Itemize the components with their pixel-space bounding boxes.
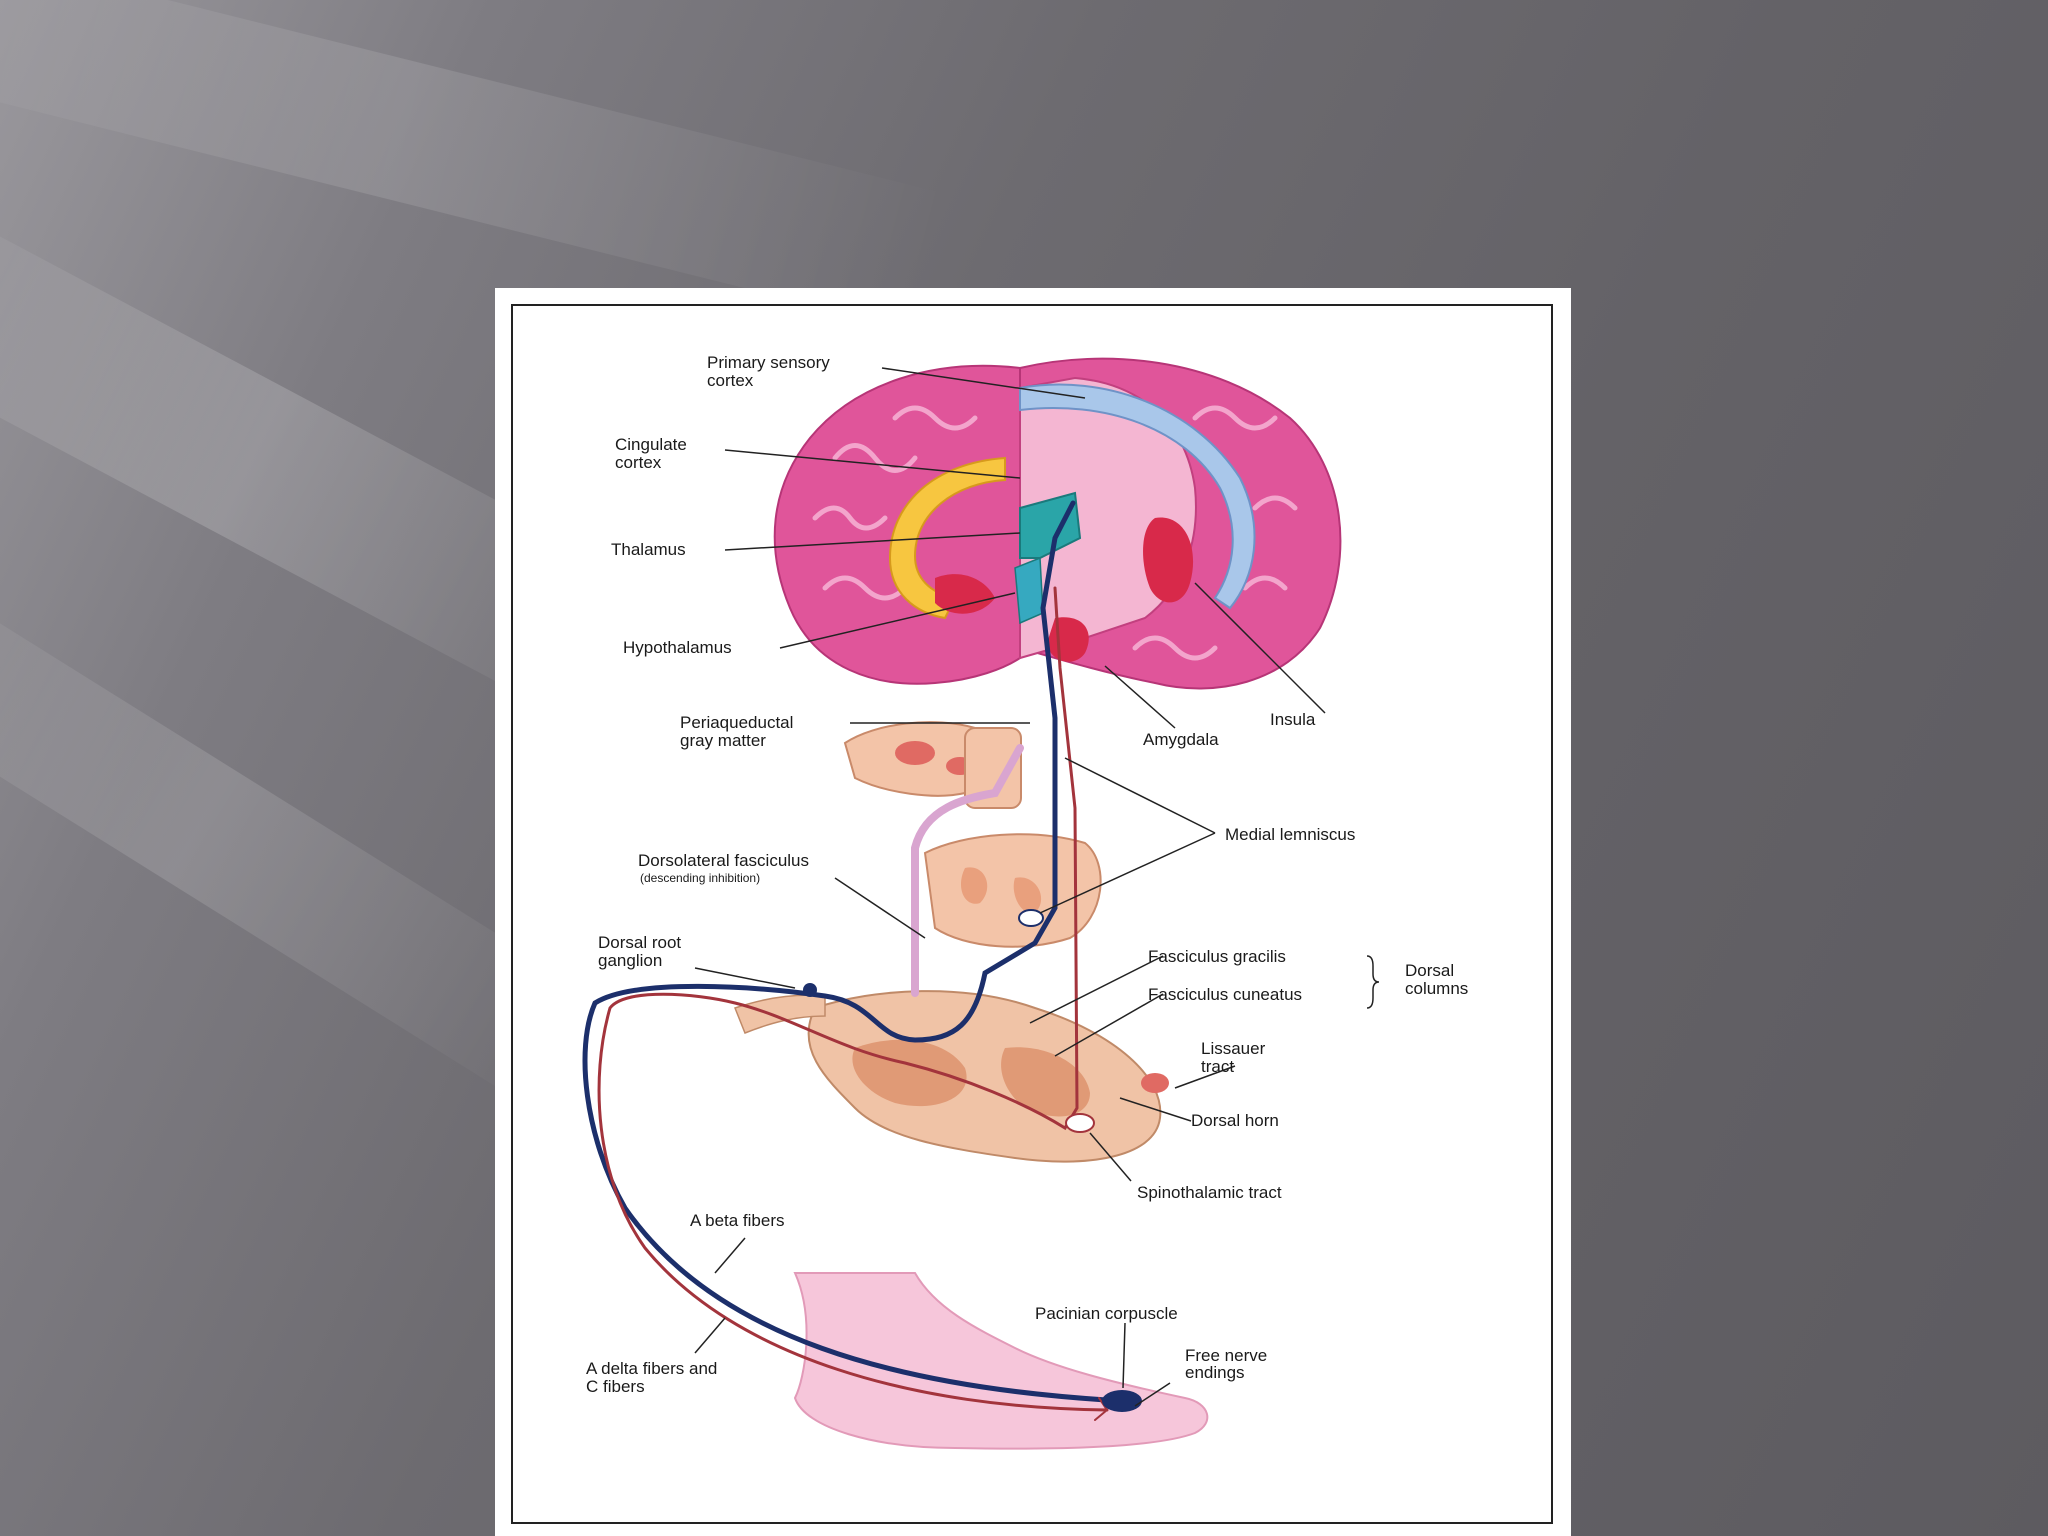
label-fasciculus-cuneatus: Fasciculus cuneatus — [1148, 985, 1302, 1004]
ganglion-marker — [803, 983, 817, 997]
label-lissauer-tract: Lissauer — [1201, 1039, 1266, 1058]
label-primary-sensory-cortex: Primary sensory — [707, 353, 830, 372]
pacinian-corpuscle-marker — [1102, 1390, 1142, 1412]
label-medial-lemniscus: Medial lemniscus — [1225, 825, 1355, 844]
label-amygdala: Amygdala — [1143, 730, 1219, 749]
label-free-nerve-endings-2: endings — [1185, 1363, 1245, 1382]
label-dorsolateral-note: (descending inhibition) — [640, 871, 760, 885]
label-spinothalamic-tract: Spinothalamic tract — [1137, 1183, 1282, 1202]
label-dorsal-columns-2: columns — [1405, 979, 1468, 998]
label-dorsal-root-ganglion-2: ganglion — [598, 951, 662, 970]
diagram-border — [511, 304, 1553, 1524]
label-periaqueductal-2: gray matter — [680, 731, 766, 750]
leader-lines — [694, 367, 1380, 1407]
spinothalamic-marker — [1065, 1113, 1095, 1133]
label-dorsal-horn: Dorsal horn — [1191, 1111, 1279, 1130]
diagram-labels: Primary sensory cortex Cingulate cortex … — [586, 353, 1468, 1396]
background-streak — [0, 0, 951, 331]
brain-illustration — [773, 357, 1342, 690]
label-c-fibers: C fibers — [586, 1377, 645, 1396]
label-periaqueductal: Periaqueductal — [680, 713, 793, 732]
pain-pathway-diagram: Primary sensory cortex Cingulate cortex … — [511, 304, 1553, 1524]
label-dorsal-root-ganglion: Dorsal root — [598, 933, 681, 952]
label-primary-sensory-cortex-2: cortex — [707, 371, 754, 390]
label-hypothalamus: Hypothalamus — [623, 638, 732, 657]
label-insula: Insula — [1270, 710, 1316, 729]
diagram-frame: Primary sensory cortex Cingulate cortex … — [495, 288, 1571, 1536]
label-dorsolateral-fasciculus: Dorsolateral fasciculus — [638, 851, 809, 870]
label-cingulate-cortex-2: cortex — [615, 453, 662, 472]
label-thalamus: Thalamus — [611, 540, 686, 559]
nerve-fibers — [582, 500, 1125, 1421]
label-fasciculus-gracilis: Fasciculus gracilis — [1148, 947, 1286, 966]
label-dorsal-columns: Dorsal — [1405, 961, 1454, 980]
medial-lemniscus-marker — [1018, 909, 1044, 927]
label-pacinian-corpuscle: Pacinian corpuscle — [1035, 1304, 1178, 1323]
label-free-nerve-endings: Free nerve — [1185, 1346, 1267, 1365]
label-a-beta-fibers: A beta fibers — [690, 1211, 785, 1230]
label-cingulate-cortex: Cingulate — [615, 435, 687, 454]
label-a-delta-fibers: A delta fibers and — [586, 1359, 717, 1378]
label-lissauer-tract-2: tract — [1201, 1057, 1234, 1076]
brainstem-sections — [843, 721, 1102, 948]
